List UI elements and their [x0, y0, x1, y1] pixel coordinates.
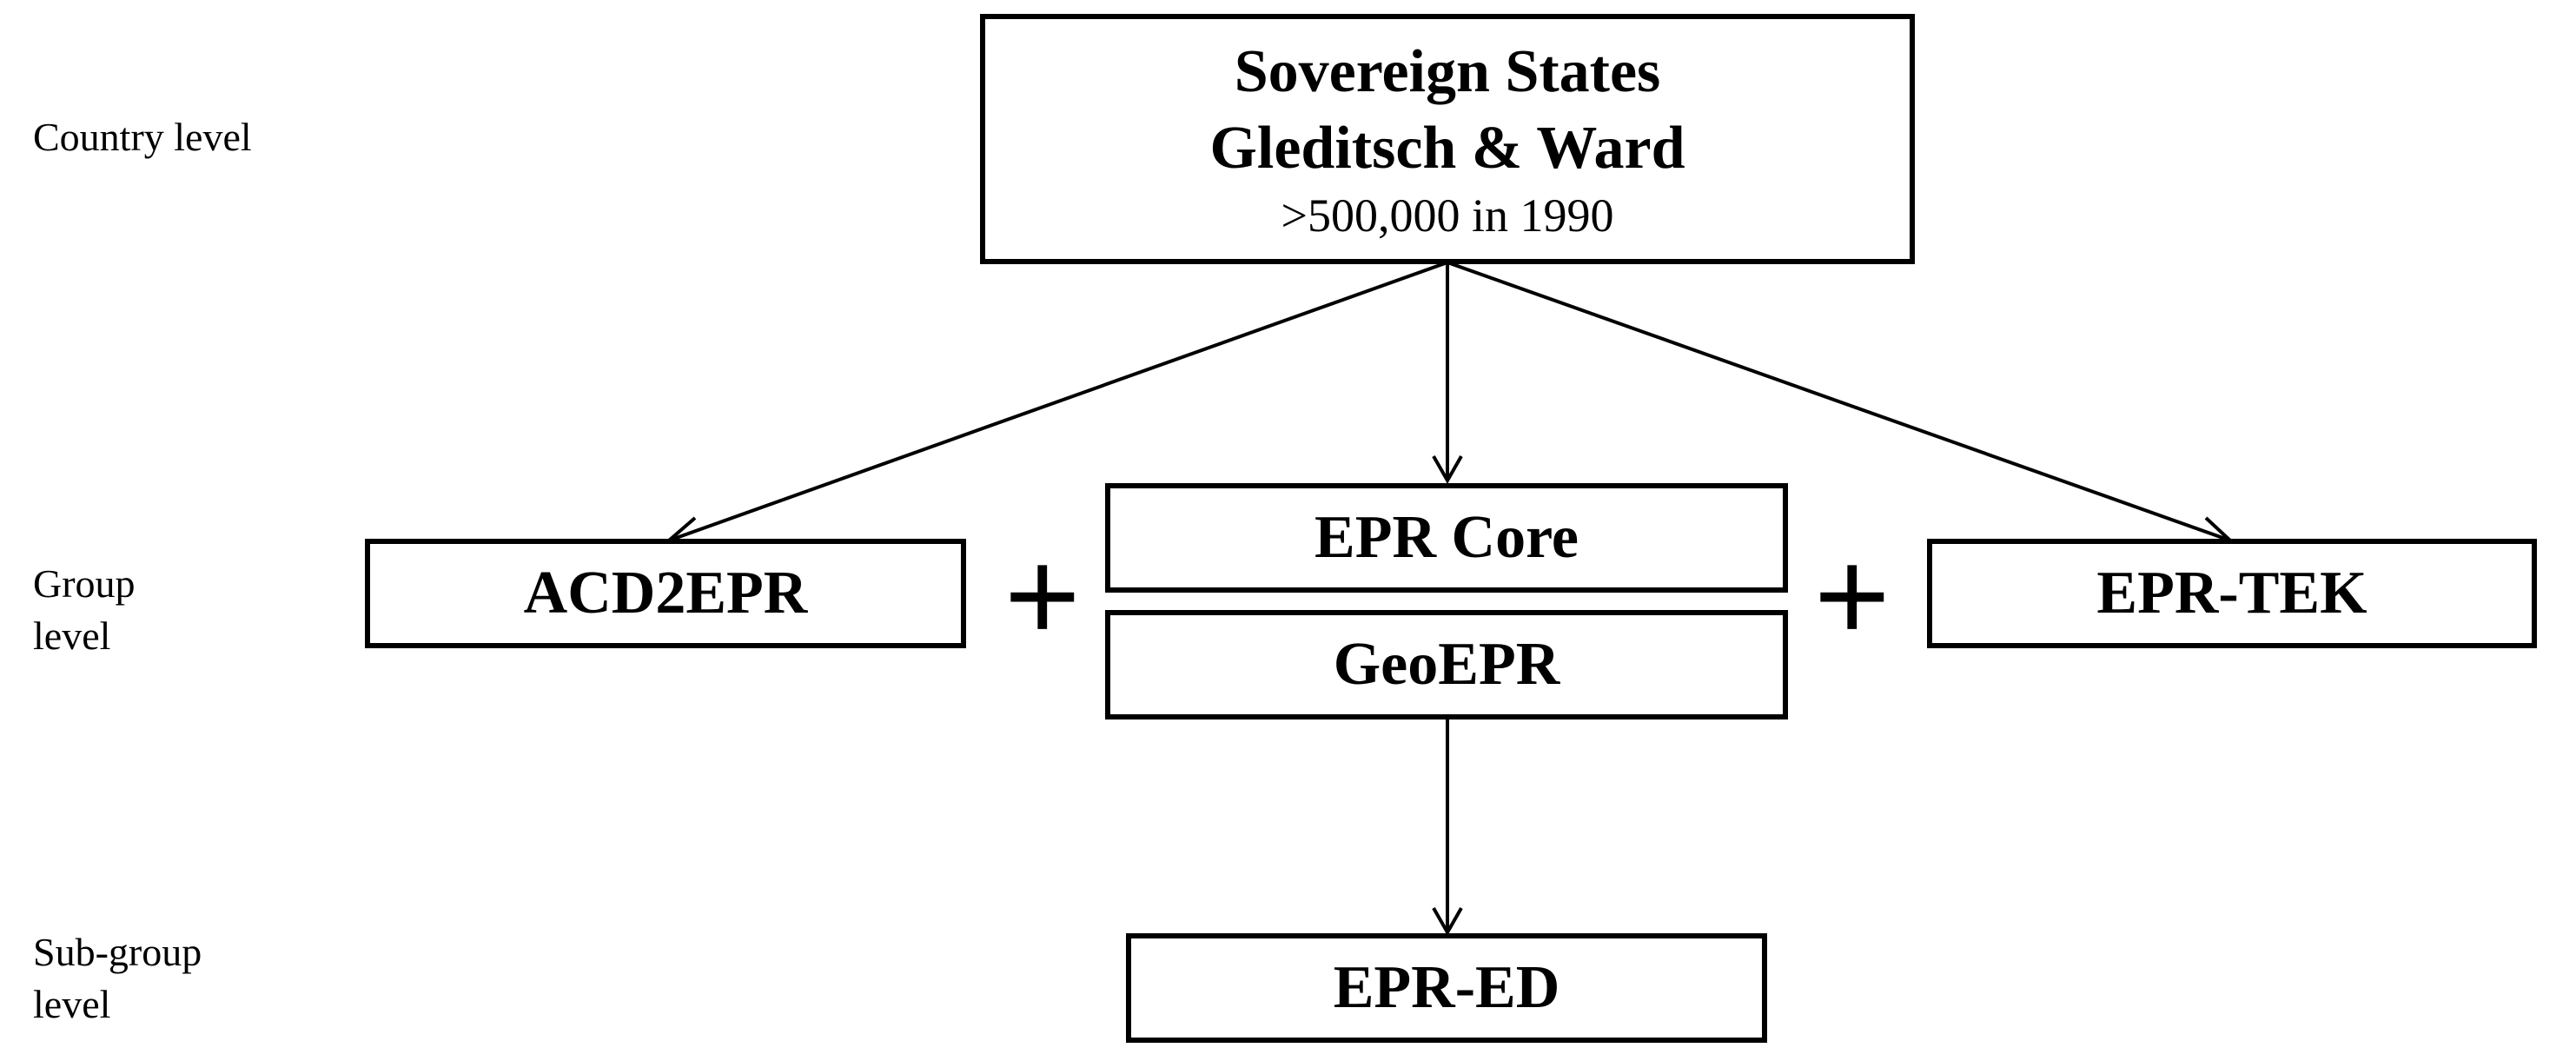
plus-operator-left: +	[1004, 522, 1081, 668]
arrowhead-epr-ed	[1432, 907, 1463, 937]
arrowhead-epr-core	[1432, 455, 1463, 485]
geoepr-label: GeoEPR	[1333, 631, 1560, 698]
edge-sovereign-to-epr-tek	[1447, 261, 2231, 542]
level-label-group: Group level	[33, 561, 136, 658]
sovereign-states-source: Gleditsch & Ward	[1209, 115, 1685, 182]
level-label-subgroup: Sub-group level	[33, 930, 202, 1026]
epr-core-box: EPR Core	[1105, 483, 1788, 593]
epr-ed-label: EPR-ED	[1333, 954, 1560, 1021]
epr-core-label: EPR Core	[1314, 504, 1579, 571]
acd2epr-label: ACD2EPR	[523, 560, 808, 627]
plus-operator-right: +	[1814, 522, 1891, 668]
sovereign-states-title: Sovereign States	[1234, 38, 1661, 105]
level-label-country: Country level	[33, 115, 252, 159]
epr-tek-label: EPR-TEK	[2096, 560, 2367, 627]
epr-ed-box: EPR-ED	[1126, 933, 1767, 1043]
sovereign-states-criterion: >500,000 in 1990	[1281, 189, 1614, 242]
edge-sovereign-to-acd2epr	[668, 261, 1448, 542]
sovereign-states-box: Sovereign States Gleditsch & Ward >500,0…	[980, 14, 1915, 264]
epr-tek-box: EPR-TEK	[1927, 539, 2537, 648]
geoepr-box: GeoEPR	[1105, 610, 1788, 719]
acd2epr-box: ACD2EPR	[365, 539, 966, 648]
